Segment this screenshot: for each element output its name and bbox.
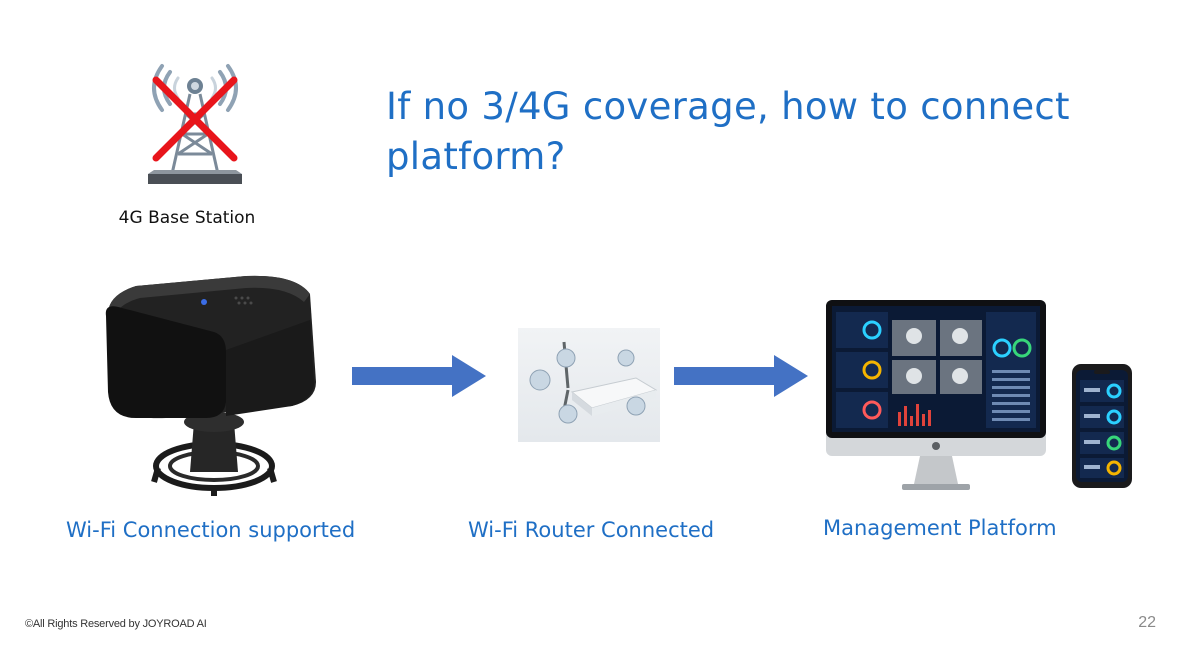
arrow-right-icon: [352, 355, 486, 397]
monitor-dashboard-image: [826, 300, 1046, 490]
base-station-label: 4G Base Station: [118, 208, 256, 228]
copyright-notice: ©All Rights Reserved by JOYROAD AI: [25, 618, 207, 630]
page-number: 22: [1138, 614, 1156, 631]
red-cross-icon: [152, 76, 238, 162]
phone-dashboard-image: [1072, 364, 1132, 488]
caption-wifi-router: Wi-Fi Router Connected: [468, 518, 715, 542]
caption-wifi-connection: Wi-Fi Connection supported: [66, 518, 356, 542]
wifi-router-image: [518, 328, 660, 442]
caption-management-platform: Management Platform: [823, 516, 1057, 540]
arrow-right-icon: [674, 355, 808, 397]
cell-tower-icon: [148, 64, 242, 184]
slide-title: If no 3/4G coverage, how to connect plat…: [386, 85, 1070, 178]
camera-device-image: [105, 275, 316, 496]
